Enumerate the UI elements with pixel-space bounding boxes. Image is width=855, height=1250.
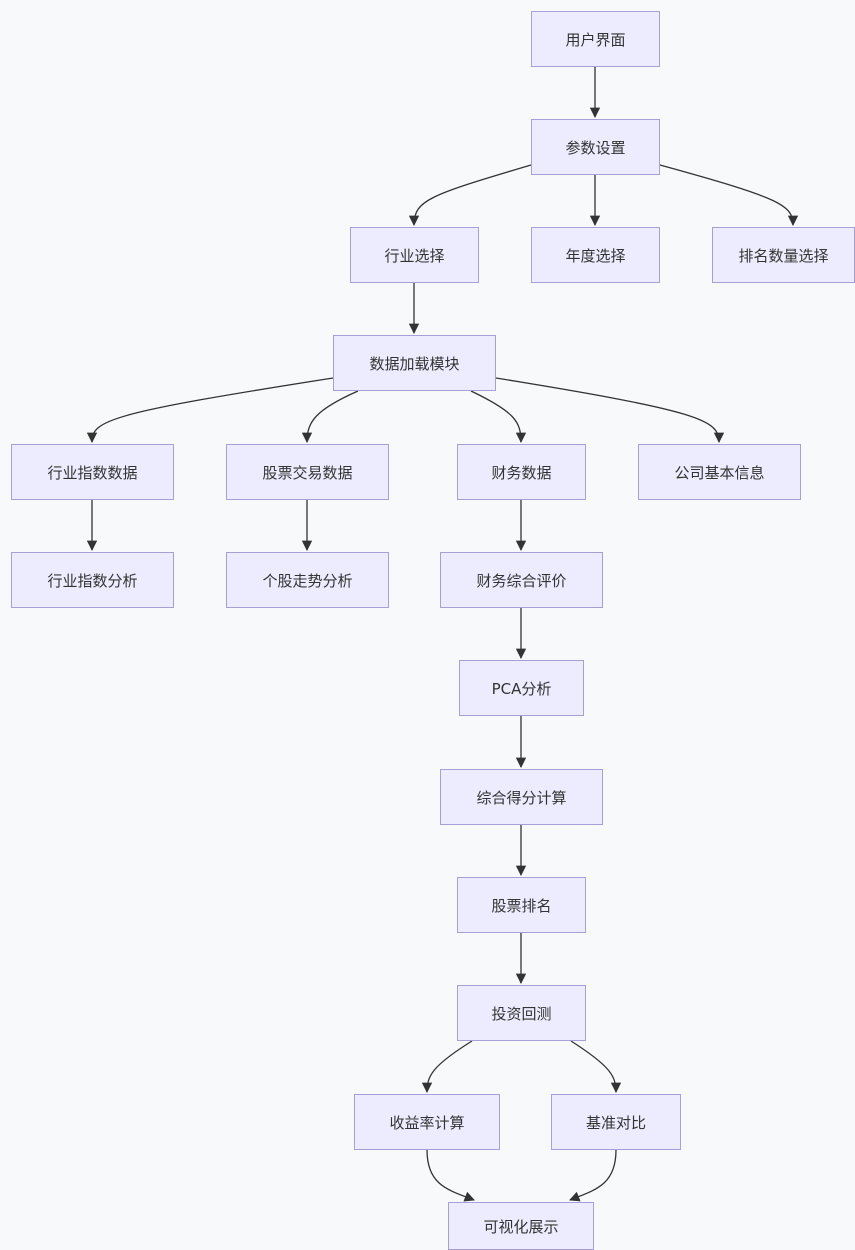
node-company-info: 公司基本信息 <box>638 444 801 500</box>
node-visualization: 可视化展示 <box>448 1202 594 1250</box>
node-stock-rank: 股票排名 <box>457 877 586 933</box>
edge-data-loader-to-company-info <box>495 377 725 444</box>
node-score-calc: 综合得分计算 <box>440 769 603 825</box>
edge-params-to-rank-select <box>659 164 799 227</box>
edge-backtest-to-benchmark <box>570 1040 622 1094</box>
node-year-select: 年度选择 <box>531 227 660 283</box>
node-industry-index-analysis: 行业指数分析 <box>11 552 174 608</box>
edge-data-loader-to-stock-trade-data <box>301 390 359 444</box>
node-backtest: 投资回测 <box>457 985 586 1041</box>
node-industry-index-data: 行业指数数据 <box>11 444 174 500</box>
edge-data-loader-to-industry-index-data <box>86 377 334 444</box>
node-financial-data: 财务数据 <box>457 444 586 500</box>
node-benchmark: 基准对比 <box>551 1094 681 1150</box>
node-pca: PCA分析 <box>459 660 584 716</box>
node-financial-eval: 财务综合评价 <box>440 552 603 608</box>
node-rank-select: 排名数量选择 <box>712 227 855 283</box>
node-stock-trade-data: 股票交易数据 <box>226 444 389 500</box>
node-return-calc: 收益率计算 <box>354 1094 500 1150</box>
node-ui: 用户界面 <box>531 11 660 67</box>
node-stock-trend-analysis: 个股走势分析 <box>226 552 389 608</box>
edge-return-calc-to-visualization <box>426 1149 475 1202</box>
edge-data-loader-to-financial-data <box>470 390 527 444</box>
edge-benchmark-to-visualization <box>569 1149 617 1202</box>
node-data-loader: 数据加载模块 <box>333 335 496 391</box>
node-industry-select: 行业选择 <box>350 227 479 283</box>
node-params: 参数设置 <box>531 119 660 175</box>
edge-params-to-industry-select <box>408 164 532 227</box>
edge-backtest-to-return-calc <box>421 1040 473 1094</box>
